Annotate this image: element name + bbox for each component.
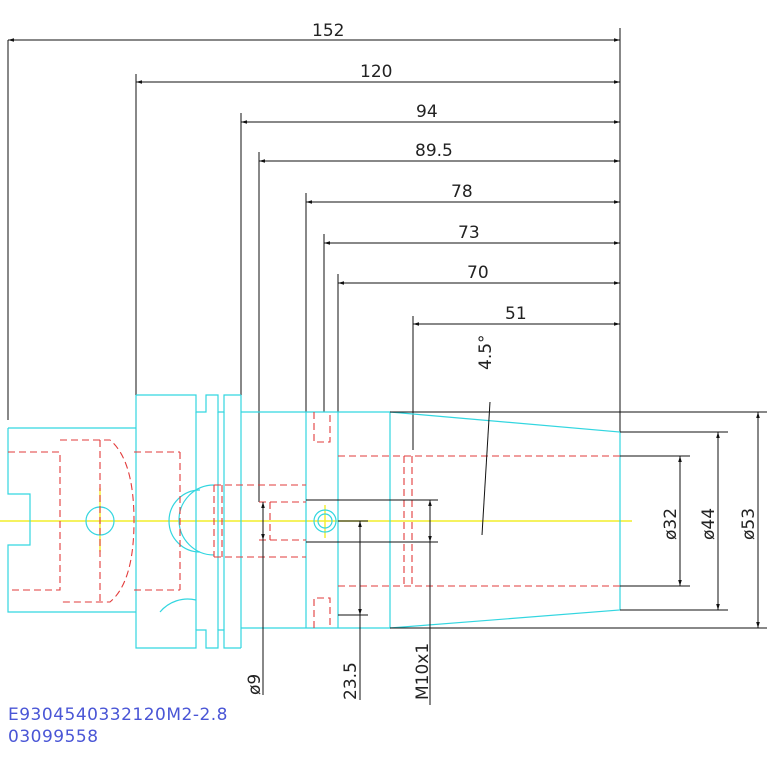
dim-51: 51 bbox=[505, 304, 527, 324]
angle-label: 4.5° bbox=[476, 334, 496, 370]
part-code: E9304540332120M2-2.8 bbox=[8, 705, 229, 725]
dim-23-5: 23.5 bbox=[341, 662, 361, 700]
dim-73: 73 bbox=[458, 223, 480, 243]
thread-m10x1: M10x1 bbox=[413, 643, 433, 700]
dim-152: 152 bbox=[312, 21, 344, 41]
dim-120: 120 bbox=[360, 62, 392, 82]
dim-89-5: 89.5 bbox=[415, 141, 453, 161]
hidden-lines bbox=[8, 412, 620, 628]
diameter-dimensions: ø32 ø44 ø53 bbox=[390, 411, 767, 629]
holder-outline bbox=[7, 394, 621, 649]
dim-94: 94 bbox=[416, 102, 438, 122]
dia-53: ø53 bbox=[739, 508, 759, 540]
part-number: 03099558 bbox=[8, 727, 99, 747]
length-dimensions: 152 120 94 89.5 78 73 70 51 bbox=[7, 21, 621, 502]
bottom-dimensions: ø9 23.5 M10x1 bbox=[245, 499, 438, 705]
dia-9: ø9 bbox=[245, 674, 265, 695]
dia-32: ø32 bbox=[661, 508, 681, 540]
dim-78: 78 bbox=[451, 182, 473, 202]
dim-70: 70 bbox=[467, 263, 489, 283]
dia-44: ø44 bbox=[699, 508, 719, 540]
